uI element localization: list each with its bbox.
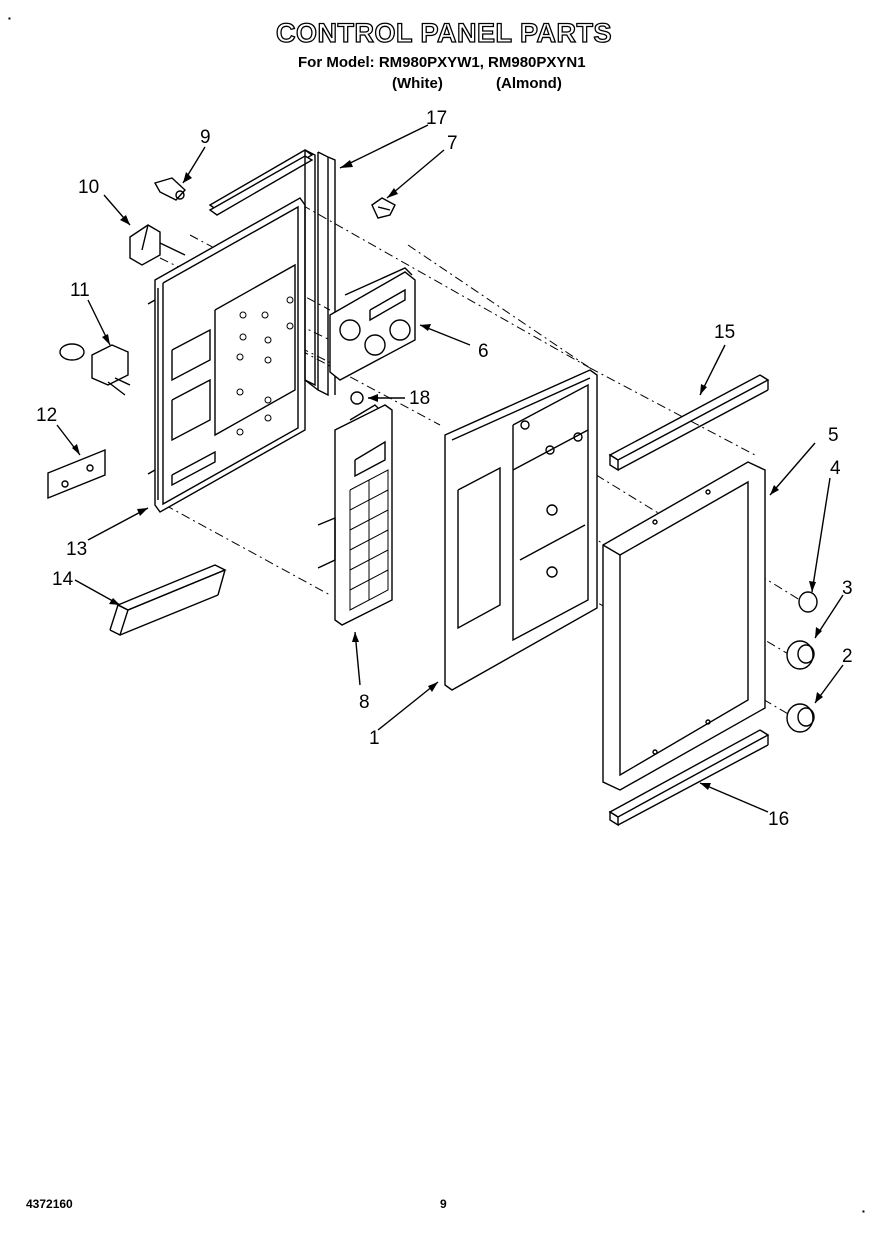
callout-6: 6 <box>478 341 489 362</box>
callout-8: 8 <box>359 692 370 713</box>
arrow-heads <box>72 160 823 790</box>
part-1-front-panel <box>444 369 598 691</box>
scan-speck-top-left: ▪ <box>8 14 11 23</box>
part-11-switch <box>59 343 131 396</box>
part-10-relay <box>129 224 186 266</box>
page-number: 9 <box>440 1197 447 1211</box>
part-8-keypad-board <box>317 404 393 626</box>
callout-1: 1 <box>369 728 380 749</box>
callout-14: 14 <box>52 569 74 590</box>
part-18-nut <box>350 391 364 405</box>
part-12-plate <box>47 448 106 500</box>
model-line: For Model: RM980PXYW1, RM980PXYN1 <box>298 54 586 71</box>
part-7-clip <box>371 197 396 219</box>
part-2-knob <box>786 703 815 733</box>
callout-2: 2 <box>842 646 853 667</box>
callout-11: 11 <box>70 280 90 301</box>
variant-white-label: (White) <box>392 75 443 92</box>
page-title: CONTROL PANEL PARTS <box>275 17 613 48</box>
callout-15: 15 <box>714 322 735 343</box>
callout-9: 9 <box>200 127 211 148</box>
callout-18: 18 <box>409 388 430 409</box>
variant-almond-label: (Almond) <box>496 75 562 92</box>
part-5-trim-frame <box>602 461 766 791</box>
part-number: 4372160 <box>26 1197 73 1211</box>
part-6-control-module <box>329 267 416 381</box>
part-13-control-frame <box>147 197 306 513</box>
callout-3: 3 <box>842 578 853 599</box>
callout-12: 12 <box>36 405 57 426</box>
callout-17: 17 <box>426 108 447 129</box>
scan-speck-bottom-right: ▪ <box>862 1207 865 1216</box>
part-4-small-knob <box>798 591 818 613</box>
part-17-trim-channel <box>208 149 336 397</box>
callout-5: 5 <box>828 425 839 446</box>
callout-7: 7 <box>447 133 458 154</box>
callout-4: 4 <box>830 458 841 479</box>
callout-labels: 9 17 7 10 11 12 6 18 15 5 4 3 2 13 14 8 … <box>36 108 853 830</box>
part-15-top-trim <box>608 374 770 472</box>
part-16-bottom-trim <box>608 729 770 827</box>
callout-16: 16 <box>768 809 789 830</box>
part-3-knob <box>786 640 815 670</box>
callout-10: 10 <box>78 177 99 198</box>
callout-13: 13 <box>66 539 87 560</box>
part-14-bracket <box>109 564 227 636</box>
part-9-lamp <box>153 177 186 201</box>
